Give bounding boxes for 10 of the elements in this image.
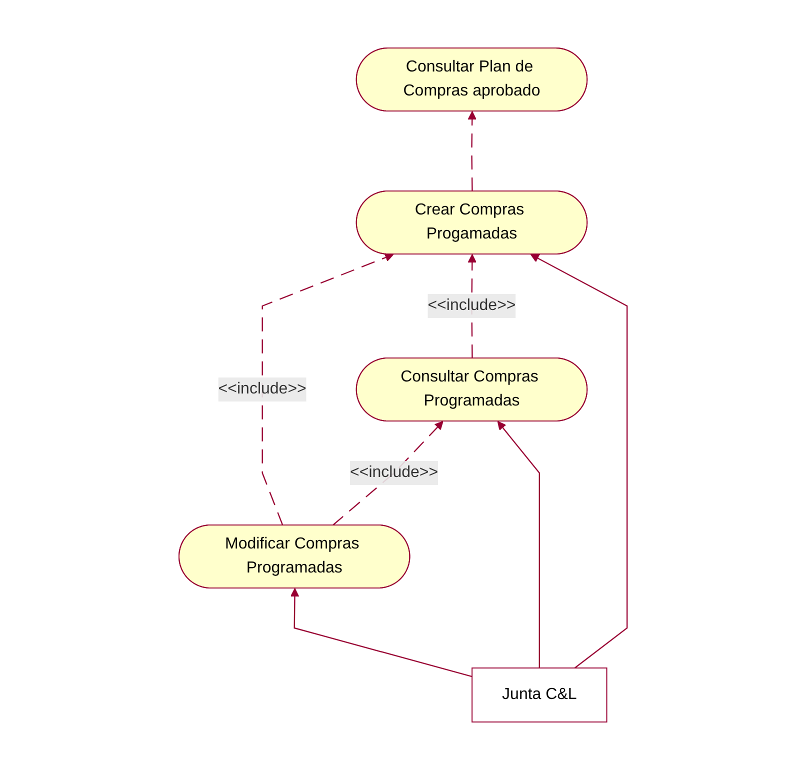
arrow: [530, 254, 628, 668]
edge-label: <<include>>: [350, 463, 439, 480]
arrow: [468, 110, 477, 191]
node-box: Junta C&L: [472, 666, 608, 722]
edge-label: <<include>>: [428, 296, 516, 314]
arrow: [332, 420, 444, 526]
edge-label: <<include>>: [218, 380, 307, 397]
arrow: [498, 420, 540, 668]
arrow: [262, 252, 394, 526]
arrow: [290, 588, 473, 677]
